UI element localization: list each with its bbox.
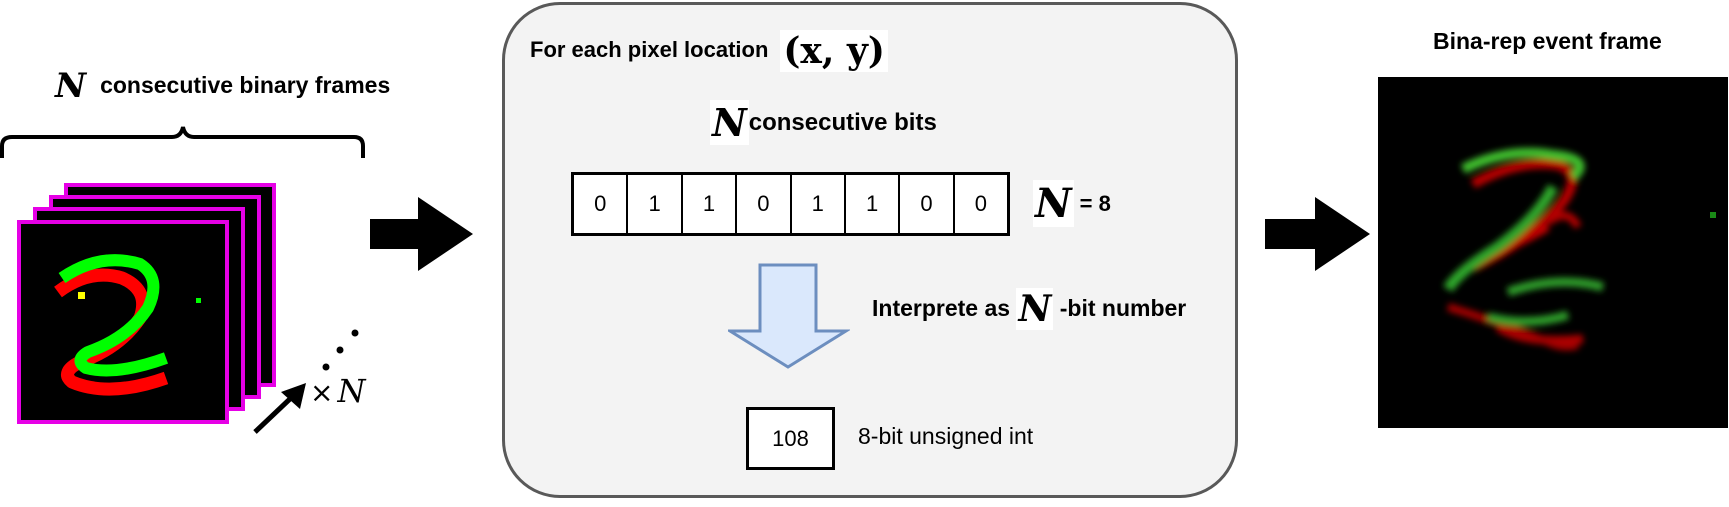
center-title: For each pixel location (x, y) [530,30,888,72]
interpret-prefix: Interprete as [872,295,1011,321]
output-title: Bina-rep event frame [1433,28,1662,54]
n-symbol: N [1033,180,1074,227]
flow-arrow-2 [1265,197,1370,271]
bit-cell: 1 [628,175,683,233]
bit-cell: 0 [900,175,955,233]
down-arrow-icon [728,263,850,369]
bit-cell: 0 [574,175,629,233]
bit-cell: 1 [683,175,738,233]
flow-arrow-1 [370,197,473,271]
interpret-caption: Interprete as N -bit number [872,288,1186,330]
bina-rep-event-frame [1378,77,1728,428]
times-sign: × [310,376,334,409]
center-panel [502,2,1238,498]
result-caption: 8-bit unsigned int [858,423,1034,449]
stack-title-text: consecutive binary frames [100,72,391,98]
result-value-box: 108 [746,407,835,470]
bit-cell: 1 [846,175,901,233]
bit-sequence: 0 1 1 0 1 1 0 0 [571,172,1010,236]
stack-brace [0,126,365,158]
bit-cell: 0 [737,175,792,233]
bits-caption: Nconsecutive bits [710,100,937,145]
bina-rep-digit [1443,147,1716,351]
times-n-label: ×N [310,372,365,410]
bits-caption-text: consecutive bits [748,109,937,136]
center-title-text: For each pixel location [530,37,769,62]
interpret-suffix: -bit number [1059,295,1187,321]
n-value: = 8 [1073,191,1111,216]
pixel-location-math: (x, y) [780,30,888,72]
bit-cell: 0 [974,191,987,216]
n-equals-label: N = 8 [1033,180,1111,227]
digit-positive-events [58,254,169,377]
binary-frame-front [17,220,229,424]
stack-n-symbol: N [55,66,87,106]
interpret-n-symbol: N [1016,288,1054,330]
bit-cell: 1 [792,175,846,233]
bits-n-symbol: N [710,100,749,145]
times-n-symbol: N [337,372,366,410]
